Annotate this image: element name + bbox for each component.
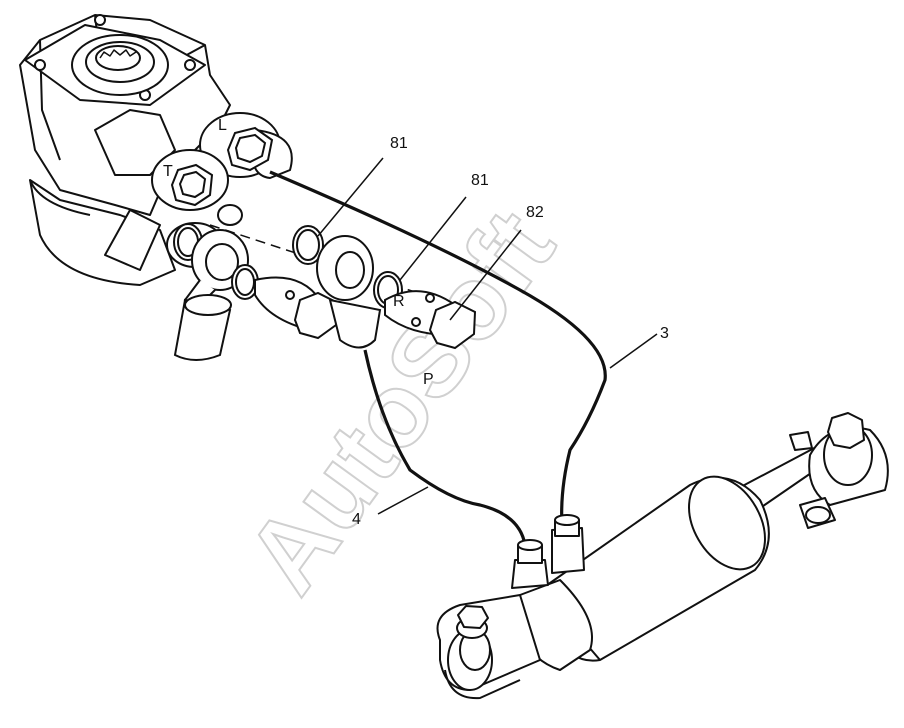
banjo-assembly: [173, 223, 477, 361]
port-letter-t: T: [163, 163, 173, 180]
callout-81-mid: 81: [471, 172, 489, 189]
port-letter-r: R: [393, 293, 405, 310]
callout-4: 4: [352, 511, 361, 528]
port-l-fitting: [226, 126, 293, 180]
steering-cylinder: [436, 412, 889, 700]
callout-3: 3: [660, 325, 669, 342]
callout-81-top: 81: [390, 135, 408, 152]
port-t-fitting: [170, 163, 214, 207]
port-letter-l: L: [218, 117, 227, 134]
port-letters: L T R P: [163, 117, 434, 388]
leader-lines: [317, 157, 658, 515]
port-letter-p: P: [423, 371, 434, 388]
hose-3: [269, 170, 607, 526]
callouts: 81 81 82 3 4: [352, 135, 669, 528]
callout-82: 82: [526, 204, 544, 221]
hose-4: [363, 349, 527, 546]
